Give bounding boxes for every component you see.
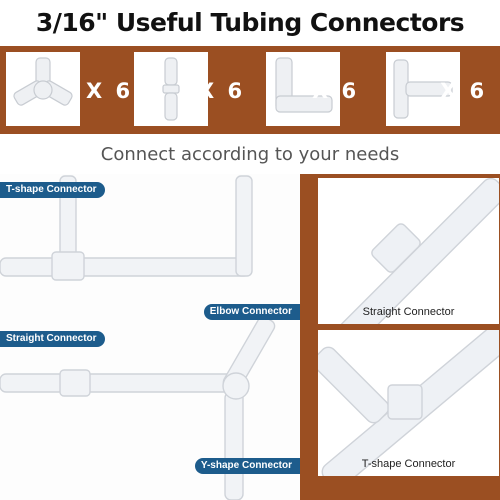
elbow-connector-icon bbox=[275, 57, 333, 113]
assembly-photo: T-shape Connector Elbow Connector Straig… bbox=[0, 174, 300, 500]
subtitle: Connect according to your needs bbox=[100, 144, 400, 165]
label-y-shape: Y-shape Connector bbox=[194, 458, 300, 474]
product-count: X 6 bbox=[312, 79, 360, 103]
page-title: 3/16" Useful Tubing Connectors bbox=[35, 8, 465, 37]
t-connector-closeup bbox=[318, 330, 499, 476]
panel-caption: T-shape Connector bbox=[361, 458, 456, 470]
product-count: X 6 bbox=[198, 79, 246, 103]
product-tile-t bbox=[386, 52, 460, 126]
straight-connector-closeup bbox=[331, 178, 499, 324]
detail-panels: Straight Connector T-shape Connector bbox=[312, 174, 500, 500]
label-elbow: Elbow Connector bbox=[203, 304, 300, 320]
product-band: X 6 X 6 X 6 X 6 bbox=[0, 46, 500, 134]
label-t-shape: T-shape Connector bbox=[0, 182, 105, 198]
product-count: X 6 bbox=[86, 79, 134, 103]
t-connector-icon bbox=[393, 59, 453, 119]
product-tile-straight bbox=[134, 52, 208, 126]
product-count: X 6 bbox=[440, 79, 488, 103]
y-connector-icon bbox=[13, 57, 73, 106]
panel-t-shape: T-shape Connector bbox=[318, 330, 499, 476]
straight-connector-icon bbox=[162, 57, 180, 121]
product-tile-y bbox=[6, 52, 80, 126]
panel-straight: Straight Connector bbox=[318, 178, 499, 324]
product-tile-elbow bbox=[266, 52, 340, 126]
divider-strip bbox=[300, 174, 312, 500]
panel-caption: Straight Connector bbox=[362, 306, 455, 318]
label-straight: Straight Connector bbox=[0, 331, 105, 347]
